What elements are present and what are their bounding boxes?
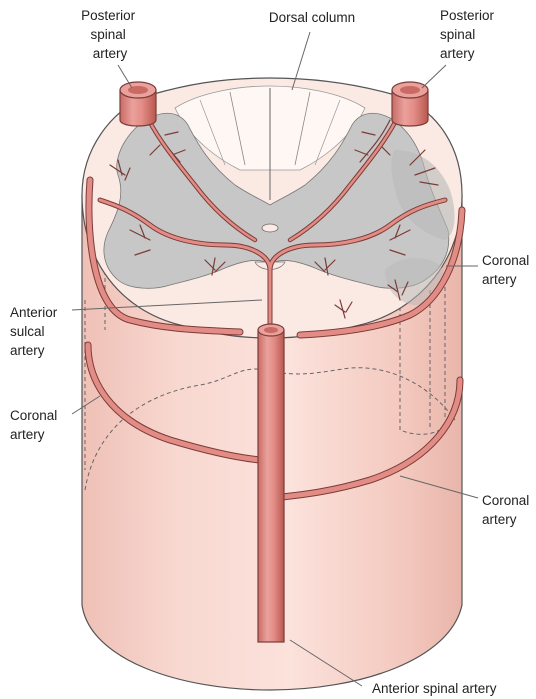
posterior-spinal-artery-left-vessel [120, 82, 156, 126]
posterior-spinal-artery-right-vessel [392, 82, 428, 126]
label-posterior-spinal-artery-right: Posterior spinal artery [440, 8, 498, 61]
label-dorsal-column: Dorsal column [269, 10, 355, 25]
label-coronal-artery-right-upper: Coronal artery [482, 253, 533, 287]
label-coronal-artery-left: Coronal artery [10, 408, 61, 442]
label-anterior-spinal-artery: Anterior spinal artery [372, 681, 497, 696]
label-anterior-sulcal-artery: Anterior sulcal artery [10, 305, 61, 358]
label-coronal-artery-right-lower: Coronal artery [482, 493, 533, 527]
anterior-spinal-artery-vessel [258, 324, 284, 642]
label-posterior-spinal-artery-left: Posterior spinal artery [81, 8, 139, 61]
